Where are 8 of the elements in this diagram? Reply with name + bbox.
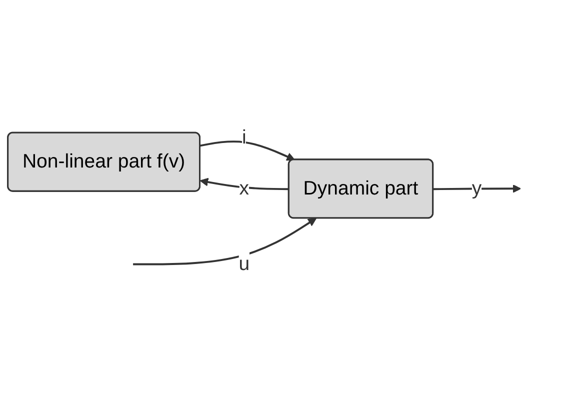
edge-label: i <box>242 126 246 148</box>
edge-label: y <box>472 178 482 200</box>
arrow <box>200 177 290 190</box>
arrow <box>133 218 316 265</box>
arrow <box>200 140 296 160</box>
edge-label: x <box>239 178 250 200</box>
edge-label: u <box>238 253 250 275</box>
arrow <box>433 184 522 193</box>
